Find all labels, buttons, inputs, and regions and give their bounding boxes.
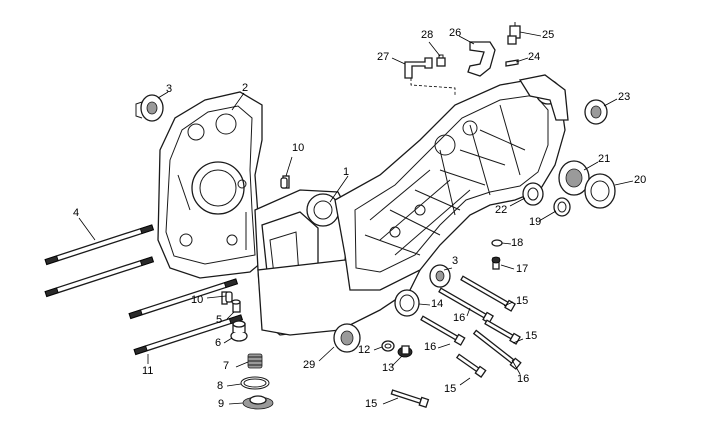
callout-28: 28 — [421, 29, 434, 41]
bolt-17 — [491, 256, 501, 270]
callout-27: 27 — [377, 51, 390, 63]
leader-lines — [78, 31, 634, 405]
callout-15: 15 — [365, 398, 378, 410]
callout-22: 22 — [495, 204, 508, 216]
callout-4: 4 — [73, 207, 80, 219]
callout-5: 5 — [216, 314, 223, 326]
callout-3: 3 — [166, 83, 173, 95]
bolts — [390, 275, 522, 409]
elbow-27 — [404, 57, 433, 79]
dowel-pins — [225, 177, 288, 303]
callout-21: 21 — [598, 153, 611, 165]
crankcase-half — [157, 74, 569, 336]
callout-26: 26 — [449, 27, 462, 39]
callout-12: 12 — [358, 344, 371, 356]
seal-20 — [584, 173, 616, 209]
callout-19: 19 — [529, 216, 542, 228]
plug-5 — [231, 299, 241, 313]
callout-15: 15 — [444, 383, 457, 395]
callout-6: 6 — [215, 337, 222, 349]
clip-24 — [505, 59, 519, 67]
callout-11: 11 — [142, 365, 154, 377]
callout-29: 29 — [303, 359, 316, 371]
callout-18: 18 — [511, 237, 524, 249]
o-ring-8 — [240, 376, 270, 390]
seal-14 — [394, 289, 420, 317]
callout-15: 15 — [525, 330, 538, 342]
fitting-25 — [507, 22, 521, 45]
bearing-3-top — [135, 94, 164, 122]
hose-26 — [467, 41, 496, 77]
callout-7: 7 — [223, 360, 230, 372]
callout-10: 10 — [292, 142, 305, 154]
callout-15: 15 — [516, 295, 529, 307]
callout-23: 23 — [618, 91, 631, 103]
bearing-29 — [333, 323, 361, 353]
spring-7 — [247, 353, 263, 369]
breather-hose-parts — [404, 22, 521, 96]
callout-16: 16 — [424, 341, 437, 353]
seal-22 — [522, 182, 544, 206]
callout-24: 24 — [528, 51, 541, 63]
bearing-21 — [558, 160, 590, 196]
washer-12 — [381, 340, 395, 352]
bearing-23 — [584, 99, 608, 125]
callout-9: 9 — [218, 398, 225, 410]
plug-13 — [397, 345, 413, 358]
bearing-3-lower — [429, 264, 451, 288]
callout-25: 25 — [542, 29, 555, 41]
callout-1: 1 — [343, 166, 350, 178]
callout-3: 3 — [452, 255, 459, 267]
callout-2: 2 — [242, 82, 249, 94]
long-studs — [44, 224, 244, 356]
callout-17: 17 — [516, 263, 529, 275]
callout-10: 10 — [191, 294, 204, 306]
collar-6 — [230, 320, 248, 342]
callout-14: 14 — [431, 298, 444, 310]
ring-19 — [553, 197, 571, 217]
small-parts — [230, 239, 503, 410]
washer-18 — [491, 239, 503, 247]
drain-cap-9 — [242, 395, 274, 410]
callout-20: 20 — [634, 174, 647, 186]
callout-8: 8 — [217, 380, 224, 392]
callout-16: 16 — [453, 312, 466, 324]
bearings-and-seals — [135, 94, 616, 353]
callout-13: 13 — [382, 362, 395, 374]
clip-28 — [436, 54, 446, 67]
callout-16: 16 — [517, 373, 530, 385]
